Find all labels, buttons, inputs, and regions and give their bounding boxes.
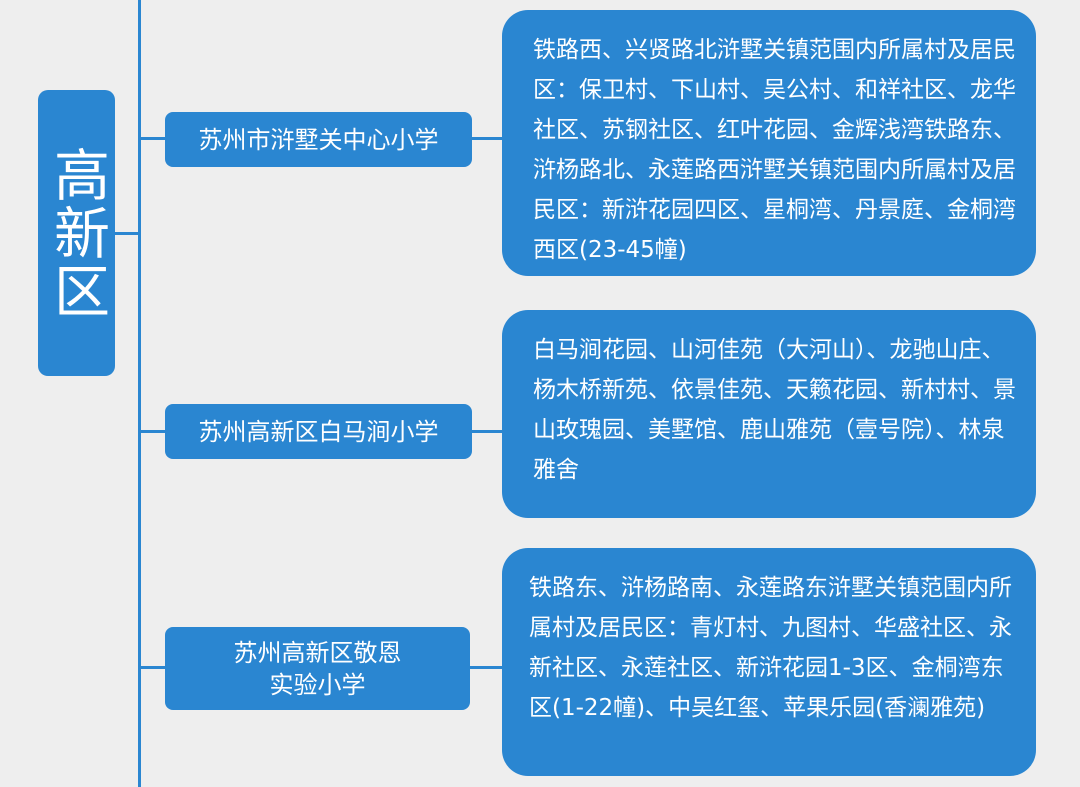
school-name-2: 苏州高新区白马涧小学 bbox=[198, 417, 439, 446]
catchment-area-box-3: 铁路东、浒杨路南、永莲路东浒墅关镇范围内所属村及居民区：青灯村、九图村、华盛社区… bbox=[502, 548, 1036, 776]
branch-line-3 bbox=[139, 666, 165, 669]
branch-line-2 bbox=[139, 430, 165, 433]
catchment-area-text-1: 铁路西、兴贤路北浒墅关镇范围内所属村及居民区：保卫村、下山村、吴公村、和祥社区、… bbox=[533, 37, 1016, 263]
area-connector-line-1 bbox=[472, 137, 502, 140]
district-box: 高新区 bbox=[38, 90, 115, 376]
school-box-2: 苏州高新区白马涧小学 bbox=[165, 404, 472, 459]
catchment-area-box-2: 白马涧花园、山河佳苑（大河山）、龙驰山庄、杨木桥新苑、依景佳苑、天籁花园、新村村… bbox=[502, 310, 1036, 518]
branch-line-1 bbox=[139, 137, 165, 140]
area-connector-line-3 bbox=[470, 666, 502, 669]
catchment-area-text-2: 白马涧花园、山河佳苑（大河山）、龙驰山庄、杨木桥新苑、依景佳苑、天籁花园、新村村… bbox=[533, 337, 1016, 483]
area-connector-line-2 bbox=[472, 430, 502, 433]
school-name-3: 苏州高新区敬恩 实验小学 bbox=[233, 638, 402, 699]
district-label: 高新区 bbox=[44, 146, 110, 320]
main-trunk-line bbox=[138, 0, 141, 787]
school-name-1: 苏州市浒墅关中心小学 bbox=[198, 125, 439, 154]
school-box-1: 苏州市浒墅关中心小学 bbox=[165, 112, 472, 167]
catchment-area-text-3: 铁路东、浒杨路南、永莲路东浒墅关镇范围内所属村及居民区：青灯村、九图村、华盛社区… bbox=[529, 575, 1012, 721]
catchment-area-box-1: 铁路西、兴贤路北浒墅关镇范围内所属村及居民区：保卫村、下山村、吴公村、和祥社区、… bbox=[502, 10, 1036, 276]
district-connector-line bbox=[115, 232, 139, 235]
school-box-3: 苏州高新区敬恩 实验小学 bbox=[165, 627, 470, 710]
